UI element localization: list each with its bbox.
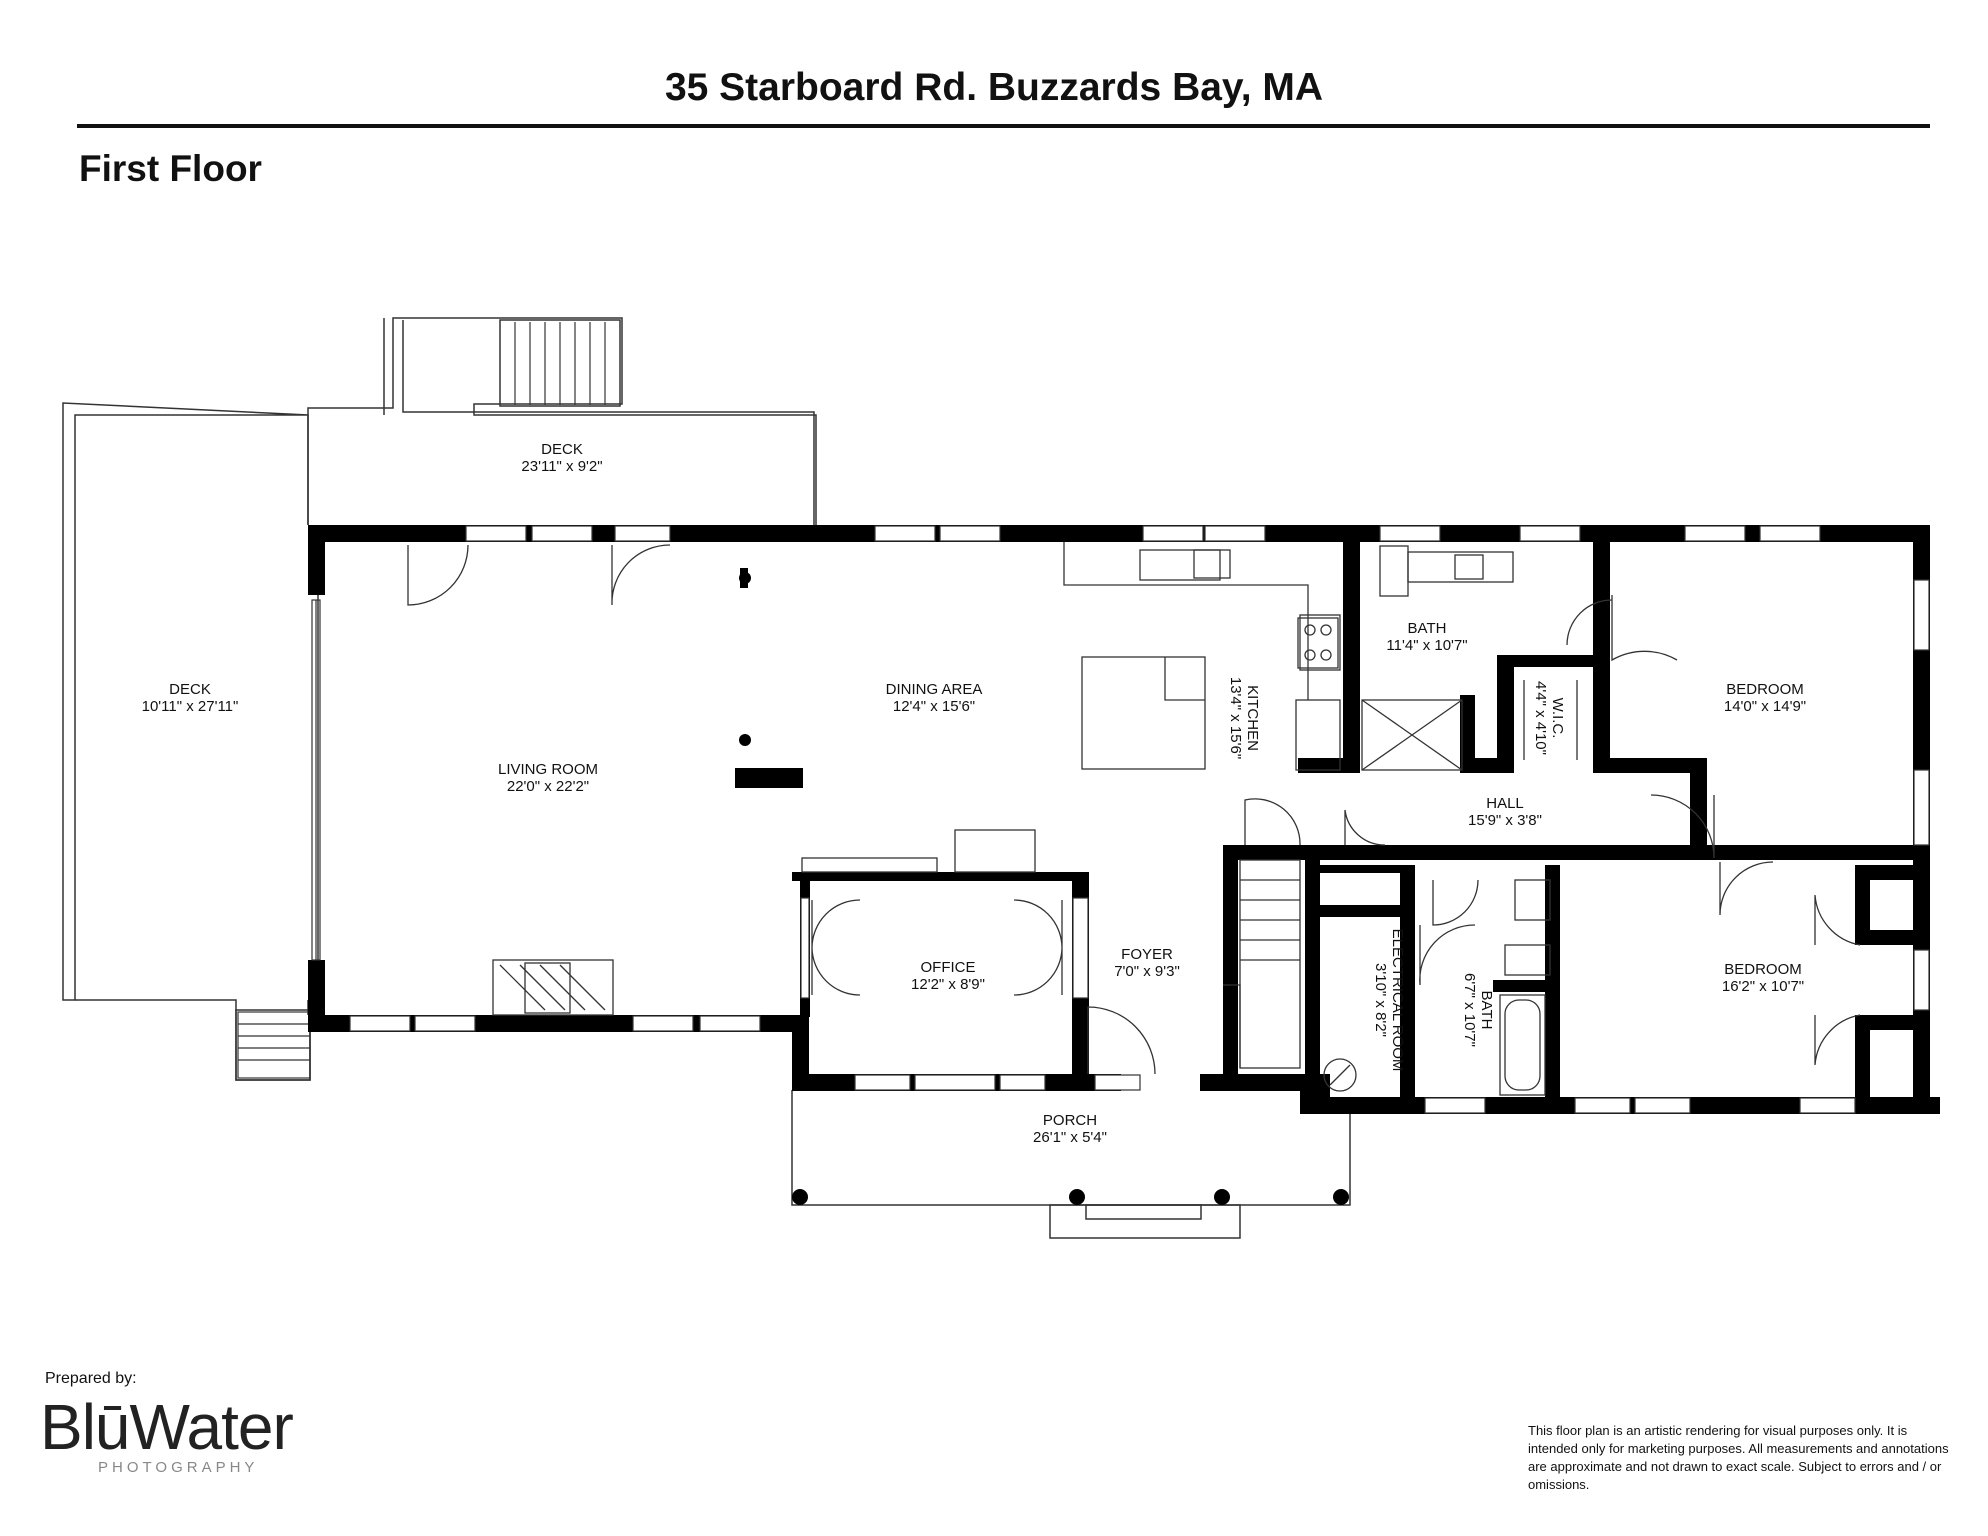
bedroom-lower-name: BEDROOM (1724, 961, 1802, 978)
porch-outline (791, 1090, 1351, 1239)
wic-size: 4'4" x 4'10" (1532, 681, 1549, 755)
deck-top-size: 23'11" x 9'2" (521, 458, 602, 475)
living-room-name: LIVING ROOM (498, 761, 598, 778)
deck-left-name: DECK (169, 681, 211, 698)
deck-stairs-top (514, 322, 606, 405)
living-room-size: 22'0" x 22'2" (507, 778, 589, 795)
wic-name: W.I.C. (1549, 698, 1566, 739)
title-rule (77, 124, 1930, 128)
windows (349, 525, 1930, 1114)
bedroom-lower-size: 16'2" x 10'7" (1722, 978, 1804, 995)
porch-name: PORCH (1043, 1112, 1097, 1129)
logo-subtitle: PHOTOGRAPHY (98, 1459, 259, 1476)
columns (739, 572, 751, 746)
disclaimer-text: This floor plan is an artistic rendering… (1528, 1423, 1949, 1492)
foyer-size: 7'0" x 9'3" (1114, 963, 1180, 980)
office-name: OFFICE (921, 959, 976, 976)
prepared-by-label: Prepared by: (45, 1370, 137, 1387)
page-title: 35 Starboard Rd. Buzzards Bay, MA (664, 66, 1324, 109)
deck-left-size: 10'11" x 27'11" (142, 698, 239, 715)
kitchen-name: KITCHEN (1244, 685, 1261, 751)
bath-upper-size: 11'4" x 10'7" (1386, 637, 1467, 654)
electrical-room-name: ELECTRICAL ROOM (1389, 929, 1406, 1072)
door-swings (407, 544, 1861, 1075)
fixtures (492, 542, 1578, 1096)
deck-top-name: DECK (541, 441, 583, 458)
dining-area-name: DINING AREA (886, 681, 983, 698)
porch-posts (792, 1189, 1349, 1205)
dining-area-size: 12'4" x 15'6" (893, 698, 975, 715)
floor-label: First Floor (79, 148, 262, 189)
electrical-room-size: 3'10" x 8'2" (1372, 963, 1389, 1037)
foyer-name: FOYER (1121, 946, 1173, 963)
porch-size: 26'1" x 5'4" (1033, 1129, 1107, 1146)
deck-stairs-left (237, 1011, 311, 1079)
kitchen-size: 13'4" x 15'6" (1227, 677, 1244, 759)
hall-name: HALL (1486, 795, 1524, 812)
hall-size: 15'9" x 3'8" (1468, 812, 1542, 829)
bath-lower-size: 6'7" x 10'7" (1461, 973, 1478, 1047)
bedroom-upper-name: BEDROOM (1726, 681, 1804, 698)
bath-upper-name: BATH (1408, 620, 1447, 637)
logo-wordmark: BlūWater (40, 1391, 294, 1463)
living-sliding-door (311, 599, 321, 961)
exterior-walls (308, 525, 1940, 1114)
bath-lower-name: BATH (1478, 991, 1495, 1030)
company-logo: BlūWater PHOTOGRAPHY (40, 1391, 294, 1476)
bedroom-upper-size: 14'0" x 14'9" (1724, 698, 1806, 715)
room-labels: DECK 23'11" x 9'2" DECK 10'11" x 27'11" … (142, 441, 1807, 1146)
office-size: 12'2" x 8'9" (911, 976, 985, 993)
